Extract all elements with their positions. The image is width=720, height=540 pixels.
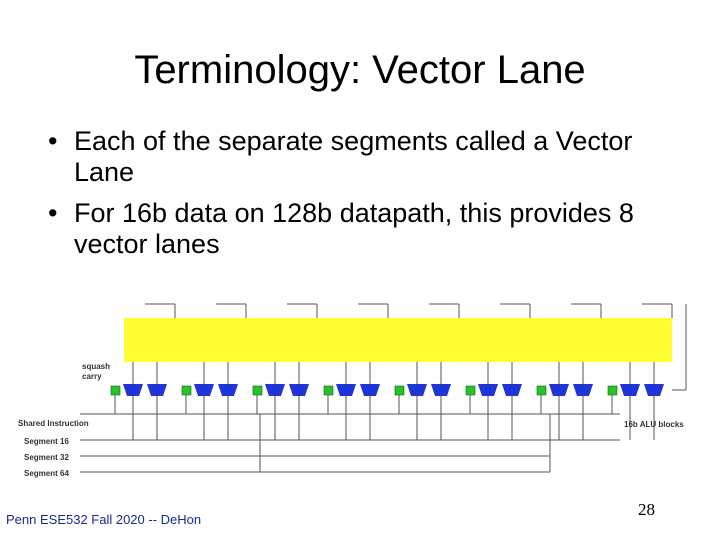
bullet-item: • For 16b data on 128b datapath, this pr… bbox=[48, 198, 688, 260]
alu-blocks-label: 16b ALU blocks bbox=[624, 420, 684, 429]
slide-title: Terminology: Vector Lane bbox=[134, 48, 586, 92]
page-number: 28 bbox=[638, 500, 655, 519]
alu-block bbox=[620, 384, 640, 396]
vector-lane-diagram: squash carry Shared Instruction Segment … bbox=[18, 303, 687, 478]
carry-box bbox=[181, 385, 192, 396]
alu-block bbox=[147, 384, 167, 396]
bullet-list: • Each of the separate segments called a… bbox=[48, 126, 688, 270]
alu-block bbox=[549, 384, 569, 396]
segment-32-label: Segment 32 bbox=[24, 453, 69, 462]
bullet-marker: • bbox=[48, 126, 58, 156]
carry-box bbox=[252, 385, 263, 396]
alu-block bbox=[407, 384, 427, 396]
alu-row bbox=[110, 384, 664, 396]
carry-box bbox=[110, 385, 121, 396]
alu-block bbox=[431, 384, 451, 396]
alu-block bbox=[644, 384, 664, 396]
alu-block bbox=[502, 384, 522, 396]
bullet-marker: • bbox=[48, 198, 58, 228]
alu-block bbox=[360, 384, 380, 396]
carry-box bbox=[607, 385, 618, 396]
squash-label: squash bbox=[82, 362, 110, 371]
alu-block bbox=[218, 384, 238, 396]
alu-block bbox=[265, 384, 285, 396]
alu-block bbox=[573, 384, 593, 396]
bullet-item: • Each of the separate segments called a… bbox=[48, 126, 688, 188]
alu-block bbox=[194, 384, 214, 396]
register-bar bbox=[124, 318, 672, 362]
carry-box bbox=[323, 385, 334, 396]
carry-box bbox=[465, 385, 476, 396]
bullet-text: Each of the separate segments called a V… bbox=[74, 126, 633, 187]
wiring bbox=[80, 303, 687, 473]
carry-label: carry bbox=[82, 372, 102, 381]
segment-64-label: Segment 64 bbox=[24, 469, 69, 478]
carry-box bbox=[394, 385, 405, 396]
footer: Penn ESE532 Fall 2020 -- DeHon bbox=[6, 512, 202, 527]
bullet-text: For 16b data on 128b datapath, this prov… bbox=[74, 198, 634, 259]
alu-block bbox=[478, 384, 498, 396]
shared-instruction-label: Shared Instruction bbox=[18, 419, 89, 428]
carry-box bbox=[536, 385, 547, 396]
segment-16-label: Segment 16 bbox=[24, 437, 69, 446]
alu-block bbox=[289, 384, 309, 396]
alu-block bbox=[123, 384, 143, 396]
alu-block bbox=[336, 384, 356, 396]
